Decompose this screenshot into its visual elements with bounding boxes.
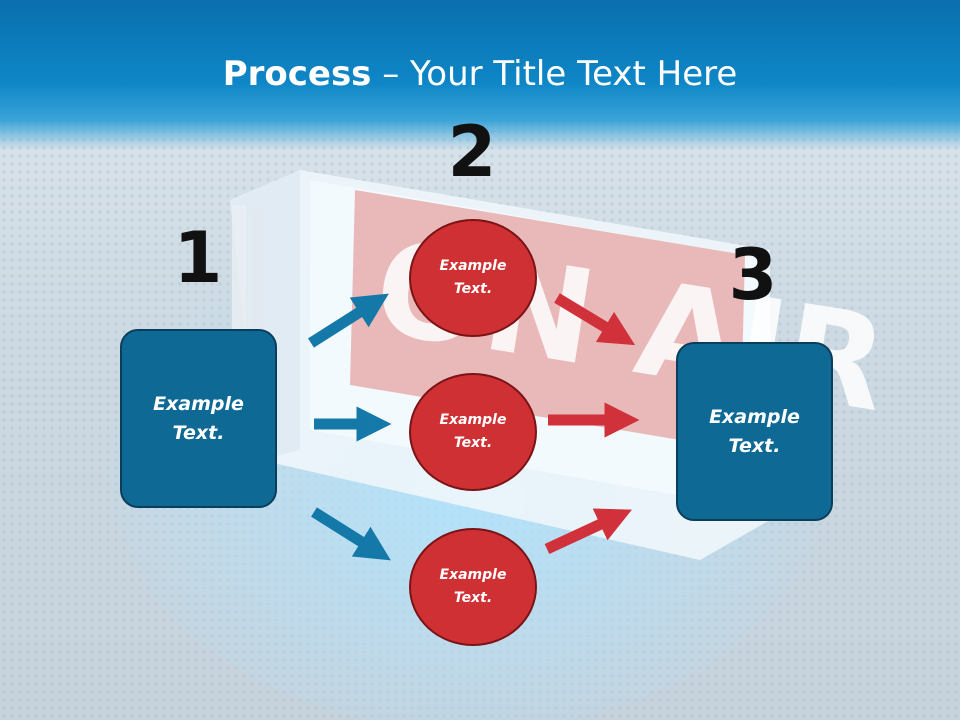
arrow-blue-up bbox=[308, 293, 389, 348]
header-band bbox=[0, 0, 960, 150]
process-circle-top: Example Text. bbox=[409, 219, 537, 337]
arrow-blue-down bbox=[311, 507, 391, 561]
arrow-red-up bbox=[544, 508, 632, 554]
title-bold: Process bbox=[222, 54, 372, 94]
step-number-1: 1 bbox=[173, 217, 223, 299]
step-number-3: 3 bbox=[728, 234, 778, 316]
slide-title: Process – Your Title Text Here bbox=[0, 52, 960, 96]
process-circle-bottom: Example Text. bbox=[409, 528, 537, 646]
right-process-box: Example Text. bbox=[676, 342, 833, 521]
title-rest: – Your Title Text Here bbox=[371, 54, 738, 94]
left-process-box: Example Text. bbox=[120, 329, 277, 508]
step-number-2: 2 bbox=[447, 111, 497, 193]
arrow-red-down bbox=[554, 293, 636, 346]
process-circle-middle: Example Text. bbox=[409, 373, 537, 491]
